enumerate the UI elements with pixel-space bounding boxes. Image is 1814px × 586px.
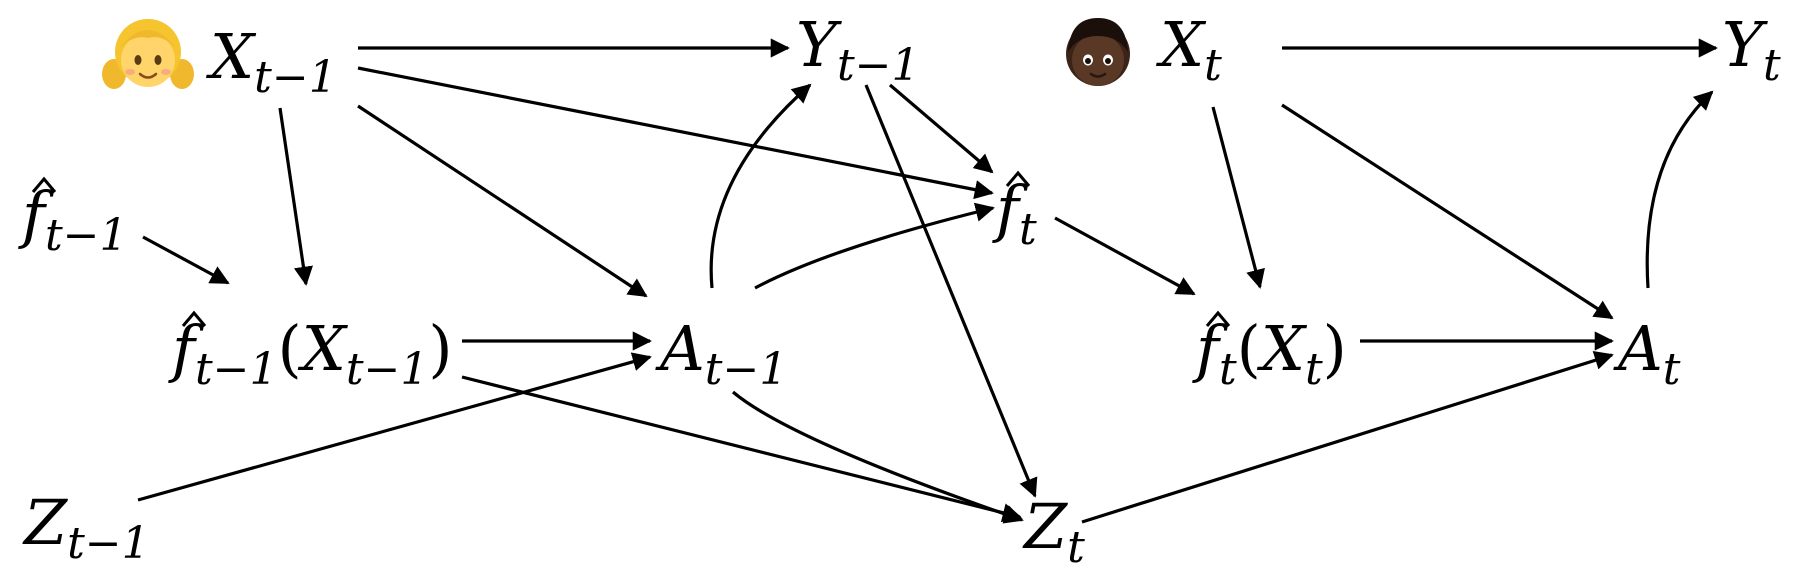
- node-variable: X: [1156, 8, 1207, 81]
- node-subscript: t−1: [837, 40, 920, 91]
- node-variable: A: [655, 312, 705, 385]
- hat-accent: [1205, 310, 1231, 327]
- node-y_t: Yt: [1722, 8, 1781, 91]
- node-a_prev: At−1: [655, 312, 787, 395]
- hat-accent: [31, 176, 57, 193]
- edge-fx_prev-z_t: [461, 375, 1022, 523]
- node-arg-subscript: t−1: [346, 344, 429, 395]
- edge-z_prev-a_prev: [137, 352, 652, 502]
- node-x_prev: Xt−1: [206, 20, 337, 103]
- node-subscript: t−1: [254, 52, 337, 103]
- node-label-z_prev: Zt−1: [22, 486, 150, 569]
- node-fx_prev: ft−1(Xt−1): [168, 310, 453, 395]
- node-f_t: ft: [992, 170, 1037, 255]
- node-subscript: t: [1763, 40, 1781, 91]
- node-label-a_prev: At−1: [655, 312, 787, 395]
- node-variable: Z: [22, 486, 68, 559]
- node-subscript: t−1: [195, 344, 278, 395]
- paren-close: ): [1323, 312, 1347, 385]
- edge-f_t-fx_t: [1054, 216, 1196, 296]
- node-subscript: t: [1019, 204, 1037, 255]
- edge-y_prev-z_t: [864, 84, 1038, 498]
- node-label-fx_prev: ft−1(Xt−1): [168, 312, 453, 395]
- edge-x_t-a_t: [1281, 103, 1614, 320]
- node-variable: Y: [796, 8, 842, 81]
- edge-a_prev-z_t: [731, 390, 1024, 524]
- node-label-fx_t: ft(Xt): [1192, 312, 1347, 395]
- edge-x_t-fx_t: [1211, 106, 1265, 289]
- node-arg-subscript: t: [1305, 344, 1323, 395]
- node-subscript: t: [1204, 40, 1222, 91]
- node-subscript: t−1: [45, 210, 128, 261]
- node-variable: Z: [1022, 490, 1068, 563]
- paren-open: (: [1237, 312, 1261, 385]
- edge-x_prev-a_prev: [357, 104, 648, 298]
- node-variable: A: [1613, 312, 1663, 385]
- hat-accent: [1005, 170, 1031, 187]
- paren-close: ): [428, 312, 452, 385]
- paren-open: (: [278, 312, 302, 385]
- node-label-x_prev: Xt−1: [206, 20, 337, 103]
- node-label-y_t: Yt: [1722, 8, 1781, 91]
- node-subscript: t: [1663, 344, 1681, 395]
- node-z_t: Zt: [1022, 490, 1085, 573]
- node-x_t: Xt: [1156, 8, 1222, 91]
- boy-emoji-icon: [1066, 18, 1130, 86]
- edge-a_prev-f_t: [754, 202, 995, 290]
- node-label-f_t: ft: [992, 172, 1037, 255]
- edge-a_prev-y_prev: [709, 83, 812, 289]
- edge-x_prev-fx_prev: [278, 107, 313, 286]
- node-label-x_t: Xt: [1156, 8, 1222, 91]
- node-y_prev: Yt−1: [796, 8, 919, 91]
- node-subscript: t−1: [67, 518, 150, 569]
- node-variable: Y: [1722, 8, 1768, 81]
- node-label-y_prev: Yt−1: [796, 8, 919, 91]
- edge-y_prev-f_t: [888, 83, 994, 174]
- node-z_prev: Zt−1: [22, 486, 150, 569]
- node-f_prev: ft−1: [18, 176, 128, 261]
- edge-a_t-y_t: [1645, 90, 1714, 289]
- edge-z_t-a_t: [1081, 351, 1614, 524]
- node-label-z_t: Zt: [1022, 490, 1085, 573]
- node-subscript: t: [1067, 522, 1085, 573]
- girl-emoji-icon: [102, 19, 194, 89]
- node-arg-variable: X: [1257, 312, 1308, 385]
- node-variable: X: [206, 20, 257, 93]
- edge-f_prev-fx_prev: [142, 235, 230, 285]
- edges: [137, 38, 1718, 524]
- node-a_t: At: [1613, 312, 1681, 395]
- node-subscript: t: [1219, 344, 1237, 395]
- node-label-a_t: At: [1613, 312, 1681, 395]
- node-arg-variable: X: [298, 312, 349, 385]
- node-subscript: t−1: [705, 344, 788, 395]
- hat-accent: [181, 310, 207, 327]
- edge-x_prev-f_t: [357, 66, 994, 200]
- node-fx_t: ft(Xt): [1192, 310, 1347, 395]
